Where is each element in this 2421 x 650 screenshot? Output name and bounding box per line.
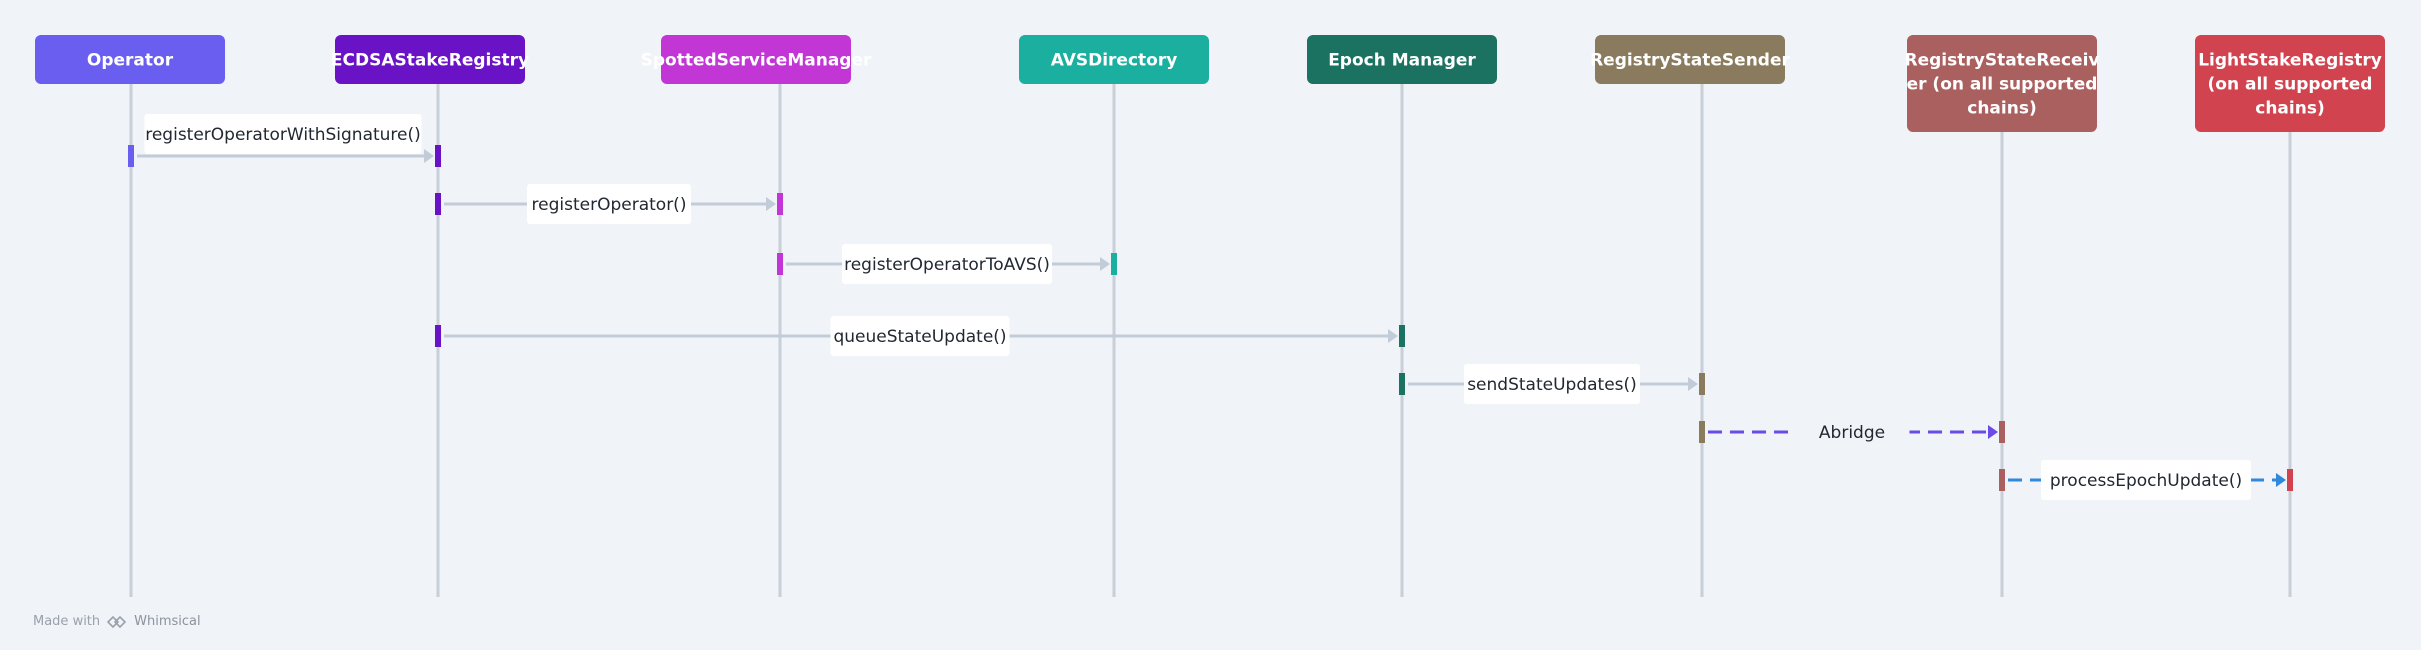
actor-box — [1019, 35, 1209, 84]
actor-box — [661, 35, 851, 84]
actor-box — [1907, 35, 2097, 132]
actor-ssm: SpottedServiceManager — [641, 35, 872, 84]
lifelines — [129, 84, 2292, 597]
message-label: processEpochUpdate() — [2050, 471, 2242, 491]
arrowhead-icon — [1388, 329, 1398, 343]
arrowhead-icon — [766, 197, 776, 211]
activation-bar — [435, 145, 441, 167]
message-3: registerOperatorToAVS() — [777, 244, 1117, 284]
message-label-bg — [1794, 418, 1910, 446]
footer: Made with Whimsical — [33, 614, 201, 629]
actor-label: ECDSAStakeRegistry — [331, 51, 529, 71]
arrowhead-icon — [1688, 377, 1698, 391]
actor-light: LightStakeRegistry (on all supported chain… — [2195, 35, 2385, 132]
message-label: registerOperator() — [532, 195, 687, 215]
message-label-bg — [144, 114, 422, 154]
message-label-bg — [830, 316, 1010, 356]
activation-bar — [435, 325, 441, 347]
activation-bar — [2287, 469, 2293, 491]
actor-box — [2195, 35, 2385, 132]
actor-box — [35, 35, 225, 84]
message-2: registerOperator() — [435, 184, 783, 224]
arrowhead-icon — [1988, 425, 1998, 439]
actor-box — [335, 35, 525, 84]
message-5: sendStateUpdates() — [1399, 364, 1705, 404]
activation-bar — [435, 193, 441, 215]
message-label: registerOperatorToAVS() — [844, 255, 1050, 275]
activation-bar — [1999, 469, 2005, 491]
message-7: processEpochUpdate() — [1999, 460, 2293, 500]
activation-bar — [1699, 373, 1705, 395]
actor-ecdsa: ECDSAStakeRegistry — [331, 35, 529, 84]
activation-bar — [1399, 325, 1405, 347]
message-6: Abridge — [1699, 418, 2005, 446]
message-label-bg — [1464, 364, 1640, 404]
actor-sender: RegistryStateSender — [1590, 35, 1791, 84]
activation-bar — [777, 193, 783, 215]
message-1: registerOperatorWithSignature() — [128, 114, 441, 167]
actor-label: SpottedServiceManager — [641, 51, 872, 71]
actor-label: RegistryStateReceiv — [1905, 51, 2100, 71]
actor-label: chains) — [2255, 99, 2324, 119]
whimsical-brand-text: Whimsical — [134, 614, 201, 629]
messages: registerOperatorWithSignature() registerO… — [128, 114, 2293, 500]
actor-receiver: RegistryStateReceiv er (on all supported c… — [1905, 35, 2100, 132]
activation-bar — [1111, 253, 1117, 275]
actor-avs: AVSDirectory — [1019, 35, 1209, 84]
message-label: queueStateUpdate() — [833, 327, 1006, 347]
activation-bar — [1699, 421, 1705, 443]
message-label-bg — [527, 184, 691, 224]
activation-bar — [1399, 373, 1405, 395]
actor-label: er (on all supported — [1907, 75, 2098, 95]
message-label-bg — [842, 244, 1052, 284]
actor-label: (on all supported — [2208, 75, 2373, 95]
actor-label: Epoch Manager — [1328, 51, 1476, 71]
actors: Operator ECDSAStakeRegistry SpottedService… — [35, 35, 2385, 132]
actor-label: chains) — [1967, 99, 2036, 119]
message-4: queueStateUpdate() — [435, 316, 1405, 356]
actor-label: Operator — [87, 51, 174, 71]
arrowhead-icon — [2276, 473, 2286, 487]
actor-box — [1307, 35, 1497, 84]
actor-epoch: Epoch Manager — [1307, 35, 1497, 84]
whimsical-logo-icon — [107, 615, 127, 628]
activation-bar — [128, 145, 134, 167]
activation-bar — [1999, 421, 2005, 443]
actor-operator: Operator — [35, 35, 225, 84]
message-label: sendStateUpdates() — [1467, 375, 1637, 395]
message-label: registerOperatorWithSignature() — [145, 125, 421, 145]
arrowhead-icon — [1100, 257, 1110, 271]
actor-box — [1595, 35, 1785, 84]
actor-label: RegistryStateSender — [1590, 51, 1790, 71]
arrowhead-icon — [424, 149, 434, 163]
message-label-bg — [2041, 460, 2251, 500]
activation-bar — [777, 253, 783, 275]
actor-label: AVSDirectory — [1051, 51, 1178, 71]
actor-label: LightStakeRegistry — [2198, 51, 2382, 71]
made-with-text: Made with — [33, 614, 101, 629]
message-label: Abridge — [1819, 423, 1885, 443]
